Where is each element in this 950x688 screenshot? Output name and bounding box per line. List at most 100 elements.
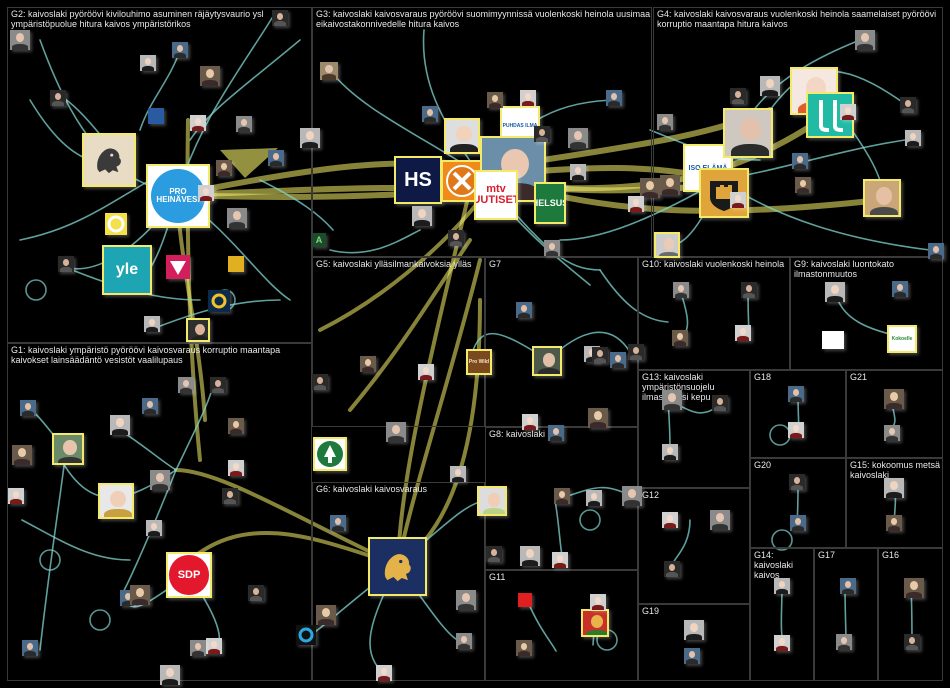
profile-node[interactable] bbox=[684, 648, 700, 664]
profile-node[interactable] bbox=[554, 488, 570, 504]
v-logo-node[interactable] bbox=[166, 255, 190, 279]
profile-node[interactable] bbox=[520, 90, 536, 106]
finland-coat-of-arms-node[interactable] bbox=[368, 537, 427, 596]
blue-node[interactable] bbox=[148, 108, 164, 124]
profile-node[interactable] bbox=[146, 520, 162, 536]
profile-node[interactable] bbox=[58, 256, 74, 272]
profile-node[interactable] bbox=[520, 546, 540, 566]
profile-node[interactable] bbox=[222, 488, 238, 504]
a-icon-node[interactable]: A bbox=[312, 233, 326, 247]
profile-node[interactable] bbox=[592, 347, 608, 363]
profile-node[interactable] bbox=[640, 178, 660, 198]
profile-node[interactable] bbox=[664, 561, 680, 577]
person-node[interactable] bbox=[532, 346, 562, 376]
profile-node[interactable] bbox=[900, 97, 916, 113]
profile-node[interactable] bbox=[330, 515, 346, 531]
profile-node[interactable] bbox=[130, 585, 150, 605]
profile-node[interactable] bbox=[50, 90, 66, 106]
profile-node[interactable] bbox=[12, 445, 32, 465]
profile-node[interactable] bbox=[904, 634, 920, 650]
person-node[interactable] bbox=[320, 62, 338, 80]
profile-node[interactable] bbox=[788, 422, 804, 438]
profile-node[interactable] bbox=[22, 640, 38, 656]
ring-node[interactable] bbox=[296, 625, 316, 645]
profile-node[interactable] bbox=[360, 356, 376, 372]
yellow-ring-node[interactable] bbox=[105, 213, 127, 235]
finland-lion-crest-node[interactable] bbox=[82, 133, 136, 187]
profile-node[interactable] bbox=[884, 478, 904, 498]
profile-node[interactable] bbox=[712, 395, 728, 411]
profile-node[interactable] bbox=[741, 282, 757, 298]
kokoelle-node[interactable]: Kokoelle bbox=[887, 325, 917, 353]
profile-node[interactable] bbox=[548, 425, 564, 441]
profile-node[interactable] bbox=[662, 444, 678, 460]
profile-node[interactable] bbox=[144, 316, 160, 332]
profile-node[interactable] bbox=[412, 206, 432, 226]
profile-node[interactable] bbox=[904, 578, 924, 598]
profile-node[interactable] bbox=[552, 552, 568, 568]
profile-node[interactable] bbox=[228, 418, 244, 434]
profile-node[interactable] bbox=[268, 150, 284, 166]
profile-node[interactable] bbox=[516, 640, 532, 656]
profile-node[interactable] bbox=[662, 390, 682, 410]
profile-node[interactable] bbox=[886, 515, 902, 531]
profile-node[interactable] bbox=[376, 665, 392, 681]
profile-node[interactable] bbox=[312, 374, 328, 390]
profile-node[interactable] bbox=[200, 66, 220, 86]
profile-node[interactable] bbox=[486, 546, 502, 562]
profile-node[interactable] bbox=[610, 352, 626, 368]
profile-node[interactable] bbox=[316, 605, 336, 625]
helsus-node[interactable]: HELSUS bbox=[534, 182, 566, 224]
profile-node[interactable] bbox=[840, 578, 856, 594]
profile-node[interactable] bbox=[160, 665, 180, 685]
profile-node[interactable] bbox=[892, 281, 908, 297]
person-node[interactable] bbox=[477, 486, 507, 516]
profile-node[interactable] bbox=[730, 88, 746, 104]
profile-node[interactable] bbox=[456, 590, 476, 610]
profile-node[interactable] bbox=[227, 208, 247, 228]
profile-node[interactable] bbox=[248, 585, 264, 601]
profile-node[interactable] bbox=[418, 364, 434, 380]
person-node[interactable] bbox=[723, 108, 773, 158]
profile-node[interactable] bbox=[825, 282, 845, 302]
profile-node[interactable] bbox=[386, 422, 406, 442]
profile-node[interactable] bbox=[606, 90, 622, 106]
profile-node[interactable] bbox=[172, 42, 188, 58]
profile-node[interactable] bbox=[836, 634, 852, 650]
profile-node[interactable] bbox=[657, 114, 673, 130]
profile-node[interactable] bbox=[622, 486, 642, 506]
profile-node[interactable] bbox=[210, 377, 226, 393]
profile-node[interactable] bbox=[272, 10, 288, 26]
profile-node[interactable] bbox=[448, 230, 464, 246]
hs-node[interactable]: HS bbox=[394, 156, 442, 204]
pro-wild-node[interactable]: Pro Wild bbox=[466, 349, 492, 375]
profile-node[interactable] bbox=[588, 408, 608, 428]
profile-node[interactable] bbox=[190, 115, 206, 131]
profile-node[interactable] bbox=[216, 160, 232, 176]
profile-node[interactable] bbox=[628, 344, 644, 360]
character-node[interactable] bbox=[581, 609, 609, 637]
profile-node[interactable] bbox=[590, 594, 606, 610]
profile-node[interactable] bbox=[884, 389, 904, 409]
profile-node[interactable] bbox=[774, 578, 790, 594]
profile-node[interactable] bbox=[140, 55, 156, 71]
red-flag-node[interactable] bbox=[518, 593, 532, 607]
person-node[interactable] bbox=[186, 318, 210, 342]
person-node[interactable] bbox=[98, 483, 134, 519]
profile-node[interactable] bbox=[522, 414, 538, 430]
profile-node[interactable] bbox=[8, 488, 24, 504]
profile-node[interactable] bbox=[628, 196, 644, 212]
profile-node[interactable] bbox=[198, 185, 214, 201]
person-node[interactable] bbox=[444, 118, 480, 154]
profile-node[interactable] bbox=[190, 640, 206, 656]
profile-node[interactable] bbox=[178, 377, 194, 393]
profile-node[interactable] bbox=[884, 425, 900, 441]
profile-node[interactable] bbox=[568, 128, 588, 148]
person-node[interactable] bbox=[52, 433, 84, 465]
person-node[interactable] bbox=[863, 179, 901, 217]
profile-node[interactable] bbox=[760, 76, 780, 96]
profile-node[interactable] bbox=[790, 515, 806, 531]
sunflower-node[interactable] bbox=[228, 256, 244, 272]
profile-node[interactable] bbox=[840, 104, 856, 120]
profile-node[interactable] bbox=[710, 510, 730, 530]
